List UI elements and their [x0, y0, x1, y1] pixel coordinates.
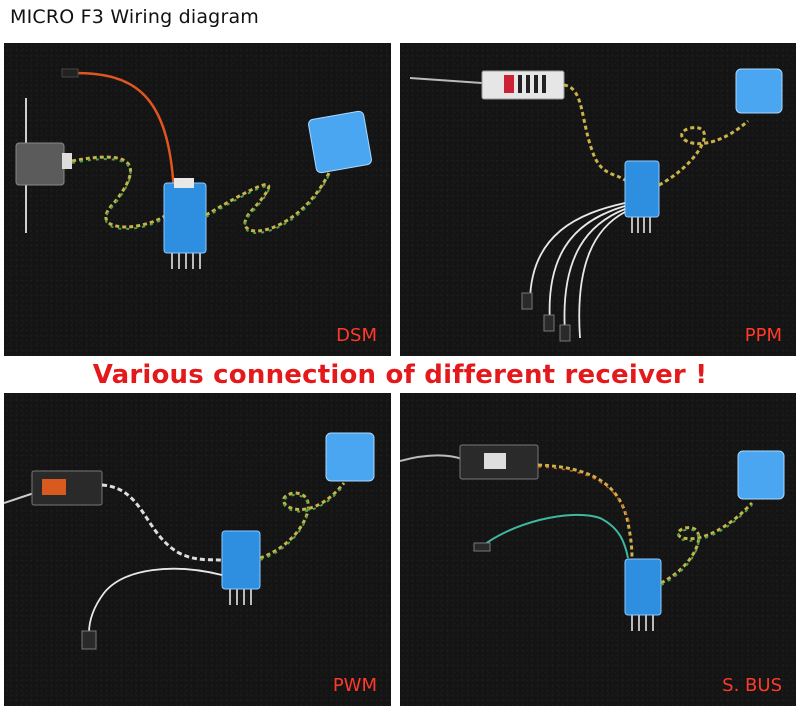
- page-title: MICRO F3 Wiring diagram: [10, 6, 260, 28]
- pwm-wiring-illustration: [4, 432, 375, 650]
- gps-module: [737, 450, 785, 500]
- panel-label-sbus: S. BUS: [722, 675, 782, 696]
- panel-label-ppm: PPM: [744, 325, 782, 346]
- dsm-wiring-illustration: [15, 68, 372, 269]
- flight-controller-board: [624, 160, 660, 218]
- flight-controller-board: [221, 530, 261, 590]
- panel-label-dsm: DSM: [336, 325, 377, 346]
- gps-module: [308, 110, 372, 174]
- sbus-wiring-illustration: [400, 444, 785, 631]
- ppm-wiring-illustration: [409, 68, 783, 342]
- photo-panel-pwm: PWM: [4, 393, 391, 706]
- photo-panel-sbus: S. BUS: [400, 393, 796, 706]
- photo-panel-ppm: PPM: [400, 43, 796, 356]
- gps-module: [325, 432, 375, 482]
- photo-panel-dsm: DSM: [4, 43, 391, 356]
- ppm-receiver: [481, 70, 565, 100]
- panel-label-pwm: PWM: [332, 675, 377, 696]
- dsm-receiver: [15, 142, 65, 186]
- gps-module: [735, 68, 783, 114]
- flight-controller-board: [624, 558, 662, 616]
- banner-text: Various connection of different receiver…: [92, 360, 708, 390]
- flight-controller-board: [163, 182, 207, 254]
